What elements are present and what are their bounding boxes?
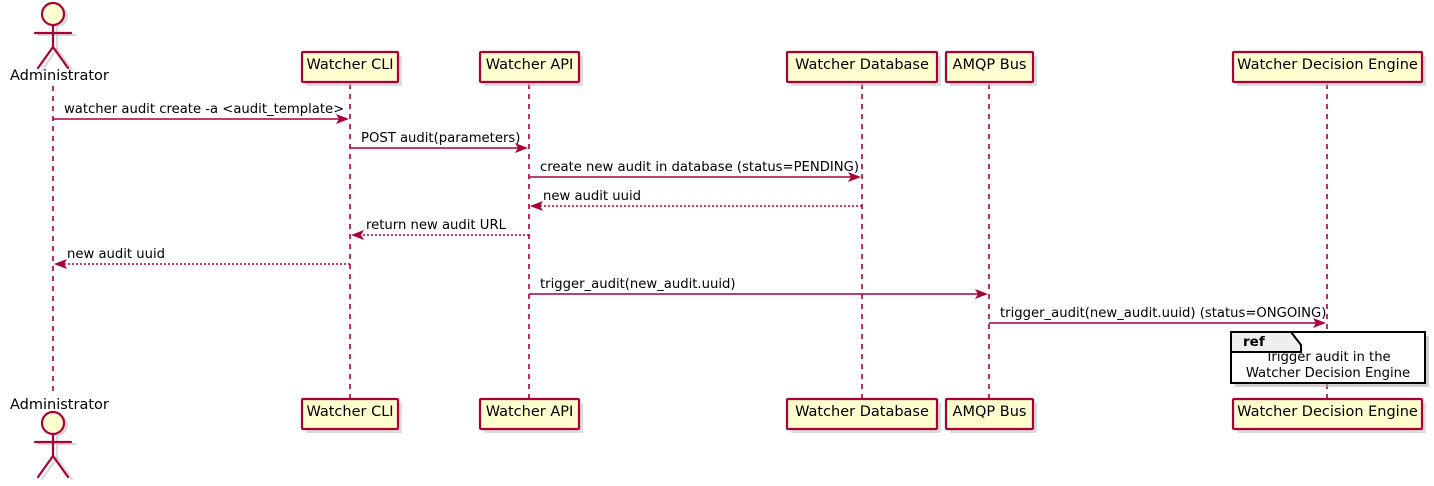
actor-leg-right-top <box>51 45 70 70</box>
participant-label-amqp-bus-top: AMQP Bus <box>952 57 1027 73</box>
participant-label-watcher-decision-engine-bottom: Watcher Decision Engine <box>1237 404 1418 420</box>
message-label-5: return new audit URL <box>366 218 506 233</box>
ref-fragment-tab-label: ref <box>1243 334 1265 350</box>
actor-leg-right-bottom <box>51 454 70 479</box>
message-label-1: watcher audit create -a <audit_template> <box>64 102 345 117</box>
message-label-8: trigger_audit(new_audit.uuid) (status=ON… <box>1000 306 1327 321</box>
message-arrow-7 <box>529 289 988 299</box>
participant-label-watcher-cli-top: Watcher CLI <box>306 57 394 73</box>
actor-label-administrator-bottom: Administrator <box>10 397 109 413</box>
message-label-6: new audit uuid <box>67 247 166 262</box>
message-label-2: POST audit(parameters) <box>361 131 521 146</box>
message-arrow-3 <box>529 172 861 182</box>
participant-label-amqp-bus-bottom: AMQP Bus <box>952 404 1027 420</box>
actor-figure-bottom[interactable] <box>33 410 77 481</box>
actor-label-administrator-top: Administrator <box>10 68 109 84</box>
ref-fragment[interactable] <box>1230 331 1429 387</box>
lifelines <box>52 84 1328 399</box>
message-arrow-5 <box>351 230 529 240</box>
message-label-4: new audit uuid <box>543 189 642 204</box>
participant-label-watcher-api-top: Watcher API <box>485 57 574 73</box>
message-arrow-8 <box>989 318 1326 328</box>
participant-label-watcher-decision-engine-top: Watcher Decision Engine <box>1237 57 1418 73</box>
participant-box-amqp-bus-bottom[interactable] <box>944 397 1035 431</box>
participant-box-amqp-bus-top[interactable] <box>944 50 1035 84</box>
message-label-3: create new audit in database (status=PEN… <box>540 160 860 175</box>
participant-label-watcher-database-top: Watcher Database <box>795 57 929 73</box>
participant-box-watcher-database-top[interactable] <box>785 50 939 84</box>
participant-box-watcher-cli-top[interactable] <box>300 50 400 84</box>
actor-head-top <box>40 1 66 27</box>
messages <box>53 114 1326 328</box>
participant-box-watcher-api-top[interactable] <box>478 50 581 84</box>
participant-box-watcher-api-bottom[interactable] <box>478 397 581 431</box>
participant-box-watcher-database-bottom[interactable] <box>785 397 939 431</box>
message-arrow-1 <box>53 114 349 124</box>
participant-boxes-bottom <box>300 397 1426 433</box>
ref-fragment-line-2: Watcher Decision Engine <box>1245 366 1411 381</box>
participant-label-watcher-cli-bottom: Watcher CLI <box>306 404 394 420</box>
participant-box-watcher-decision-engine-top[interactable] <box>1231 50 1424 84</box>
participant-box-watcher-decision-engine-bottom[interactable] <box>1231 397 1424 431</box>
message-arrow-2 <box>350 143 528 153</box>
ref-fragment-line-1: Trigger audit in the <box>1265 350 1391 365</box>
actor-figure-top[interactable] <box>33 1 77 72</box>
ref-fragment-tab <box>1230 331 1302 353</box>
actor-leg-left-bottom <box>36 454 55 479</box>
participant-boxes-top <box>300 50 1426 86</box>
actor-leg-left-top <box>36 45 55 70</box>
message-arrow-6 <box>54 259 350 269</box>
participant-box-watcher-cli-bottom[interactable] <box>300 397 400 431</box>
actor-head-bottom <box>40 410 66 436</box>
message-arrow-4 <box>530 201 862 211</box>
participant-label-watcher-database-bottom: Watcher Database <box>795 404 929 420</box>
participant-label-watcher-api-bottom: Watcher API <box>485 404 574 420</box>
message-label-7: trigger_audit(new_audit.uuid) <box>540 277 736 292</box>
